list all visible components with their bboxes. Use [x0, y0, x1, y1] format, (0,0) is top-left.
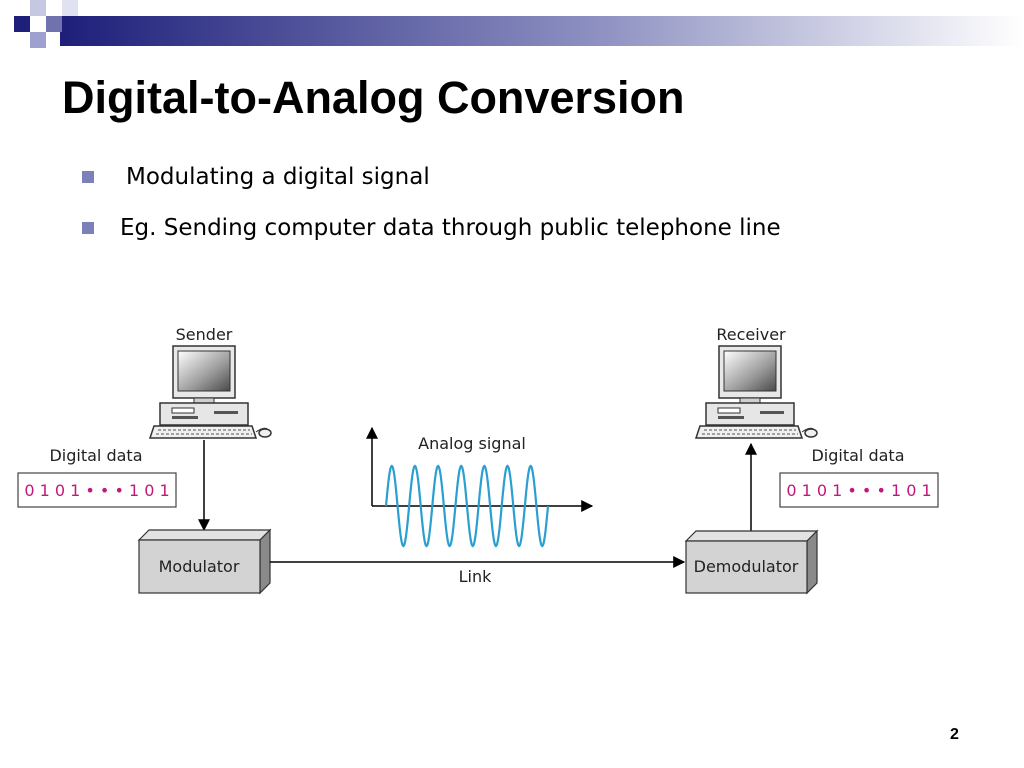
data-box-right [779, 472, 939, 508]
data-bits-left: 0 1 0 1 • • • 1 0 1 [24, 481, 169, 500]
modulator-label: Modulator [159, 557, 240, 576]
bullet-item: Modulating a digital signal [82, 164, 430, 190]
receiver-computer-icon [694, 345, 818, 439]
demodulator-label: Demodulator [694, 557, 799, 576]
receiver-label: Receiver [716, 325, 786, 344]
bullet-item: Eg. Sending computer data through public… [82, 215, 781, 241]
digital-data-label-left: Digital data [49, 446, 142, 465]
modulator-box [137, 528, 272, 595]
digital-data-label-right: Digital data [811, 446, 904, 465]
analog-signal-wave [384, 464, 550, 548]
analog-signal-label: Analog signal [418, 434, 526, 453]
bullet-square-icon [82, 222, 94, 234]
data-box-left [17, 472, 177, 508]
slide-title: Digital-to-Analog Conversion [62, 72, 685, 123]
sender-computer-icon [148, 345, 272, 439]
header-decoration [0, 0, 1024, 62]
sender-label: Sender [176, 325, 233, 344]
link-label: Link [459, 567, 493, 586]
bullet-square-icon [82, 171, 94, 183]
bullet-text: Eg. Sending computer data through public… [120, 215, 781, 241]
page-number: 2 [950, 726, 959, 743]
data-bits-right: 0 1 0 1 • • • 1 0 1 [786, 481, 931, 500]
bullet-text: Modulating a digital signal [126, 164, 430, 190]
demodulator-box [684, 529, 819, 595]
